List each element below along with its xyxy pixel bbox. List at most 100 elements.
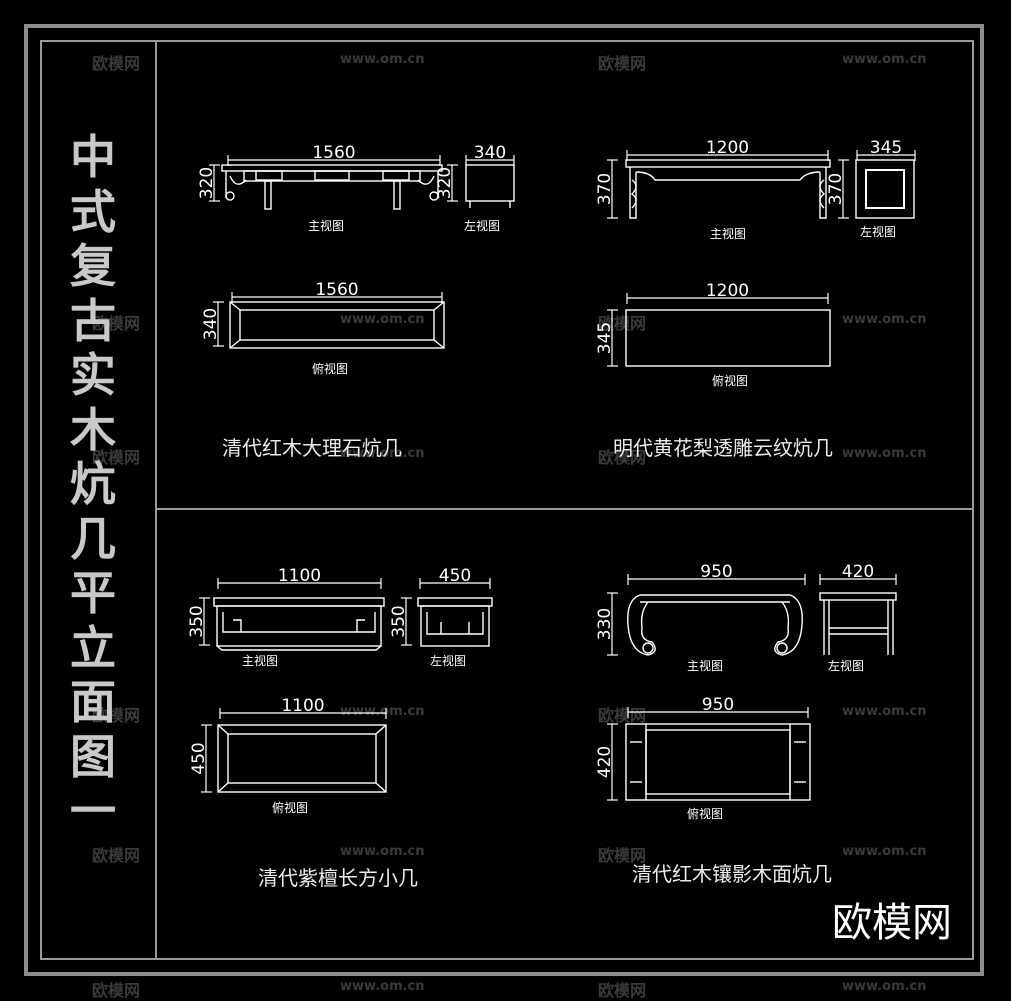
panel-3-side-height: 350	[389, 597, 412, 646]
watermark-url: www.om.cn	[340, 844, 425, 859]
miter	[229, 301, 241, 311]
miter	[375, 782, 387, 793]
panel-2-front-width: 1200	[626, 138, 829, 161]
watermark-brand: 欧模网	[598, 314, 647, 333]
panel-1-side-height: 320	[435, 164, 458, 202]
panel-2-front-height: 370	[595, 159, 618, 219]
dimension-label: 350	[187, 605, 207, 637]
panel-3-top-depth: 450	[189, 724, 212, 793]
panel-1-top-width: 1560	[231, 280, 443, 303]
panel-3-front-label: 主视图	[242, 653, 278, 668]
top-inset	[239, 309, 435, 341]
top-outline	[625, 723, 811, 801]
panel-2-top-view	[625, 309, 831, 367]
panel-1-top-label: 俯视图	[312, 361, 348, 376]
side-outline	[855, 159, 915, 219]
dimension-label: 420	[595, 746, 615, 778]
panel-4-top-width: 950	[627, 695, 809, 718]
panel-4-top-view	[625, 723, 811, 801]
dimension-label: 950	[702, 695, 734, 715]
sheet-title: 中式复古实木炕几平立面图一	[70, 130, 116, 838]
base-line	[216, 645, 382, 651]
leg	[819, 167, 827, 219]
panel-2-top-depth: 345	[595, 309, 618, 367]
top-outline	[217, 724, 387, 793]
scroll-roll	[776, 642, 788, 654]
watermark-url: www.om.cn	[842, 312, 927, 327]
leg	[629, 167, 637, 219]
corner-bracket	[229, 175, 247, 185]
dimension-label: 345	[595, 322, 615, 354]
scroll-roll	[642, 642, 654, 654]
row-divider	[155, 508, 974, 510]
panel-4-side-view	[819, 592, 897, 655]
watermark-brand: 欧模网	[598, 846, 647, 865]
tabletop	[213, 597, 385, 607]
foot	[225, 191, 235, 201]
panel-1-caption: 清代红木大理石炕几	[222, 436, 402, 460]
dimension-label: 1560	[312, 143, 355, 163]
tabletop	[625, 159, 831, 168]
panel-4-side-label: 左视图	[828, 658, 864, 673]
cloud-carving	[630, 179, 637, 209]
watermark-url: www.om.cn	[340, 979, 425, 994]
panel-2-caption: 明代黄花梨透雕云纹炕几	[613, 436, 833, 460]
cloud-carving	[819, 179, 826, 209]
dimension-label: 450	[189, 742, 209, 774]
tabletop	[221, 164, 443, 172]
watermark-brand: 欧模网	[598, 54, 647, 73]
brand-logo: 欧模网	[832, 900, 952, 946]
watermark-url: www.om.cn	[340, 704, 425, 719]
panel-4-side-width: 420	[819, 562, 897, 585]
dimension-label: 1200	[706, 138, 749, 158]
panel-2-front-label: 主视图	[710, 226, 746, 241]
watermark-brand: 欧模网	[92, 448, 141, 467]
watermark-brand: 欧模网	[92, 314, 141, 333]
panel-1-top-depth: 340	[201, 301, 224, 347]
panel-2-side-width: 345	[856, 138, 916, 161]
miter	[229, 339, 241, 349]
dimension-label: 1100	[278, 566, 321, 586]
stretcher-post	[264, 180, 272, 210]
panel-1-front-height: 320	[197, 164, 220, 202]
panel-1-front-label: 主视图	[308, 218, 344, 233]
panel-1-front-width: 1560	[227, 143, 441, 166]
watermark-url: www.om.cn	[340, 446, 425, 461]
carved-panel	[314, 170, 350, 181]
panel-1-side-label: 左视图	[464, 218, 500, 233]
panel-3-front-height: 350	[187, 597, 210, 646]
miter	[217, 724, 229, 735]
panel-4-top-depth: 420	[595, 723, 618, 801]
fretwork	[222, 612, 242, 633]
watermark-url: www.om.cn	[842, 979, 927, 994]
carved-panel	[255, 170, 283, 181]
top-outline	[625, 309, 831, 367]
fretwork	[356, 612, 376, 633]
dimension-label: 450	[439, 566, 471, 586]
stretcher-post	[393, 180, 401, 210]
carved-panel	[382, 170, 410, 181]
dimension-label: 330	[595, 608, 615, 640]
panel-2-top-label: 俯视图	[712, 373, 748, 388]
dimension-label: 320	[197, 167, 217, 199]
panel-2-side-view	[855, 159, 915, 219]
watermark-brand: 欧模网	[598, 448, 647, 467]
dimension-label: 1100	[281, 696, 324, 716]
miter	[433, 301, 445, 311]
watermark-brand: 欧模网	[598, 981, 647, 1000]
panel-1-front-view	[221, 164, 443, 210]
panel-3-caption: 清代紫檀长方小几	[258, 866, 418, 890]
dimension-label: 1560	[315, 280, 358, 300]
title-column-divider	[155, 40, 157, 960]
watermark-url: www.om.cn	[340, 52, 425, 67]
panel-2-front-view	[625, 159, 831, 219]
panel-3-top-view	[217, 724, 387, 793]
miter	[217, 782, 229, 793]
cloud-apron	[635, 171, 821, 181]
dimension-label: 340	[201, 308, 221, 340]
miter	[375, 724, 387, 735]
panel-4-front-width: 950	[627, 562, 806, 585]
dimension-label: 345	[870, 138, 902, 158]
top-outline	[229, 301, 445, 349]
